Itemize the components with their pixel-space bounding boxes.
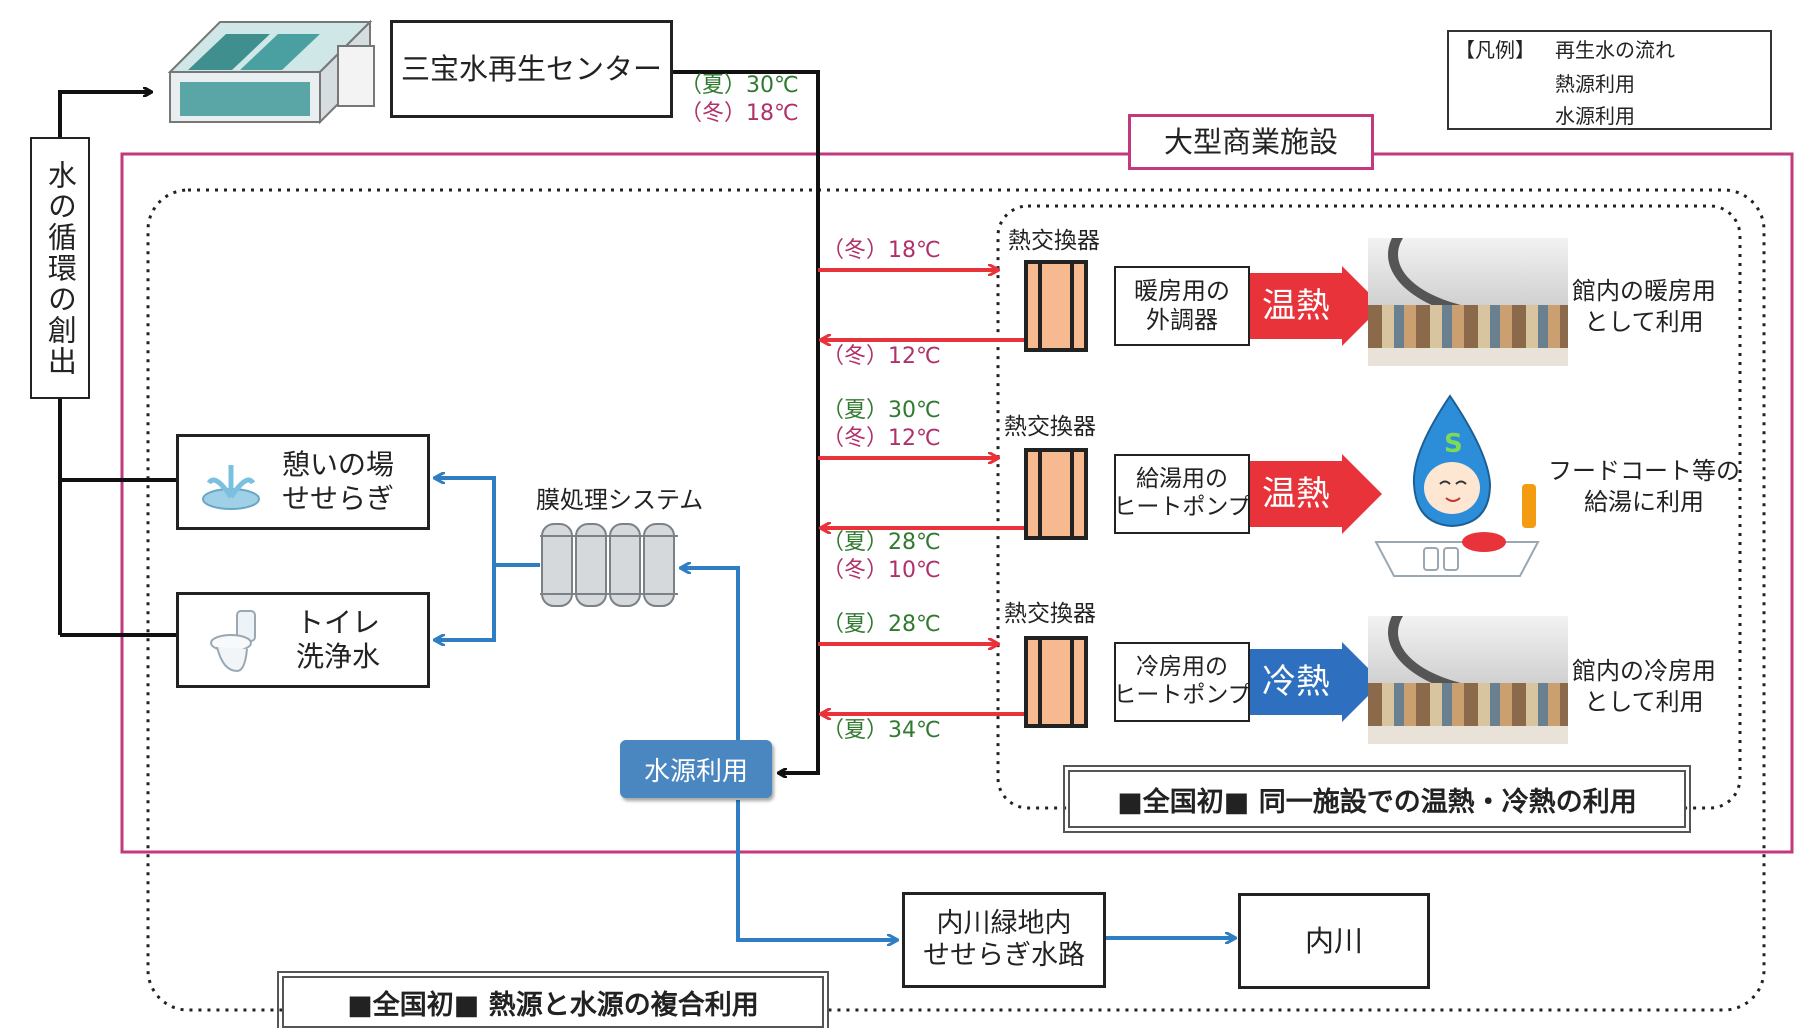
temp-out-2-summer: （夏）28℃ — [822, 530, 941, 555]
temp-out-1: （冬）12℃ — [822, 344, 941, 369]
toilet-icon — [209, 609, 261, 675]
temp-in-2-winter: （冬）12℃ — [822, 426, 941, 451]
river-box: 内川 — [1238, 893, 1430, 989]
blue-membrane-out — [436, 478, 540, 567]
output-arrow-2: 温熱 — [1250, 454, 1382, 534]
legend-item-water: 水源利用 — [1555, 104, 1635, 128]
use-label-toilet: トイレ 洗浄水 — [295, 606, 380, 673]
device-box-2: 給湯用の ヒートポンプ — [1113, 454, 1251, 534]
output-label-3: 冷熱 — [1262, 662, 1330, 702]
legend-title: 【凡例】 — [1455, 38, 1535, 62]
device-label-3: 冷房用の ヒートポンプ — [1113, 654, 1251, 708]
heat-dotted-frame — [996, 204, 1742, 810]
use-label-seseragi: 憩いの場 せせらぎ — [281, 448, 394, 515]
treatment-center-label: 三宝水再生センター — [400, 51, 662, 86]
use-label-cooling: 館内の冷房用 として利用 — [1572, 657, 1716, 717]
use-label-hotwater: フードコート等の 給湯に利用 — [1548, 457, 1740, 517]
temp-out-2-winter: （冬）10℃ — [822, 558, 941, 583]
river-label: 内川 — [1304, 923, 1363, 958]
legend-item-heat: 熱源利用 — [1555, 72, 1635, 96]
source-temp-winter: （冬）18℃ — [680, 101, 799, 126]
river-green-box: 内川緑地内 せせらぎ水路 — [902, 892, 1106, 988]
facility-label-box: 大型商業施設 — [1128, 114, 1374, 170]
legend-item-flow: 再生水の流れ — [1555, 38, 1675, 62]
hx-label-2: 熱交換器 — [1004, 414, 1096, 440]
temp-in-2-summer: （夏）30℃ — [822, 398, 941, 423]
facility-frame — [120, 152, 1794, 854]
river-green-label: 内川緑地内 せせらぎ水路 — [923, 907, 1085, 971]
output-label-1: 温熱 — [1262, 286, 1330, 326]
use-label-heating: 館内の暖房用 として利用 — [1572, 277, 1716, 337]
treatment-plant-icon — [160, 12, 380, 130]
device-box-3: 冷房用の ヒートポンプ — [1113, 642, 1251, 722]
output-label-2: 温熱 — [1262, 474, 1330, 514]
membrane-label: 膜処理システム — [536, 486, 704, 514]
hx-label-1: 熱交換器 — [1008, 228, 1100, 254]
cycle-label: 水の循環の創出 — [43, 159, 78, 377]
fountain-icon — [201, 453, 261, 513]
device-label-1: 暖房用の 外調器 — [1134, 277, 1230, 334]
mall-photo-cooling — [1368, 616, 1568, 744]
cycle-dotted-frame — [146, 188, 1766, 1012]
blue-to-membrane — [682, 568, 740, 740]
device-box-1: 暖房用の 外調器 — [1114, 266, 1250, 346]
treatment-center-box: 三宝水再生センター — [390, 20, 673, 118]
right-banner-label: ■全国初■ 同一施設での温熱・冷熱の利用 — [1117, 786, 1637, 818]
use-box-seseragi: 憩いの場 せせらぎ — [176, 434, 430, 530]
legend: 【凡例】 再生水の流れ 熱源利用 水源利用 — [1447, 30, 1772, 130]
right-banner: ■全国初■ 同一施設での温熱・冷熱の利用 — [1063, 765, 1691, 833]
heat-exchanger-icon — [1024, 636, 1088, 728]
facility-label: 大型商業施設 — [1163, 124, 1338, 159]
cycle-label-box: 水の循環の創出 — [30, 137, 90, 399]
svg-text:S: S — [1444, 429, 1463, 459]
water-source-badge: 水源利用 — [620, 740, 772, 798]
bottom-banner-label: ■全国初■ 熱源と水源の複合利用 — [347, 989, 759, 1021]
hx-label-3: 熱交換器 — [1004, 601, 1096, 627]
mascot-icon: S — [1372, 392, 1542, 578]
temp-out-3: （夏）34℃ — [822, 718, 941, 743]
temp-in-1: （冬）18℃ — [822, 238, 941, 263]
temp-in-3: （夏）28℃ — [822, 612, 941, 637]
mall-photo-heating — [1368, 238, 1568, 366]
black-flow-main — [672, 70, 820, 773]
blue-to-toilet — [436, 565, 496, 640]
bottom-banner: ■全国初■ 熱源と水源の複合利用 — [277, 971, 829, 1028]
output-arrow-1: 温熱 — [1250, 266, 1382, 346]
black-flow-cycle — [58, 92, 150, 635]
output-arrow-3: 冷熱 — [1250, 642, 1382, 722]
use-box-toilet: トイレ 洗浄水 — [176, 592, 430, 688]
water-source-label: 水源利用 — [643, 756, 748, 787]
source-temp-summer: （夏）30℃ — [680, 73, 799, 98]
membrane-module-icon — [540, 520, 678, 610]
heat-exchanger-icon — [1024, 260, 1088, 352]
device-label-2: 給湯用の ヒートポンプ — [1113, 466, 1251, 520]
blue-to-river-green — [736, 800, 896, 940]
heat-exchanger-icon — [1024, 448, 1088, 540]
